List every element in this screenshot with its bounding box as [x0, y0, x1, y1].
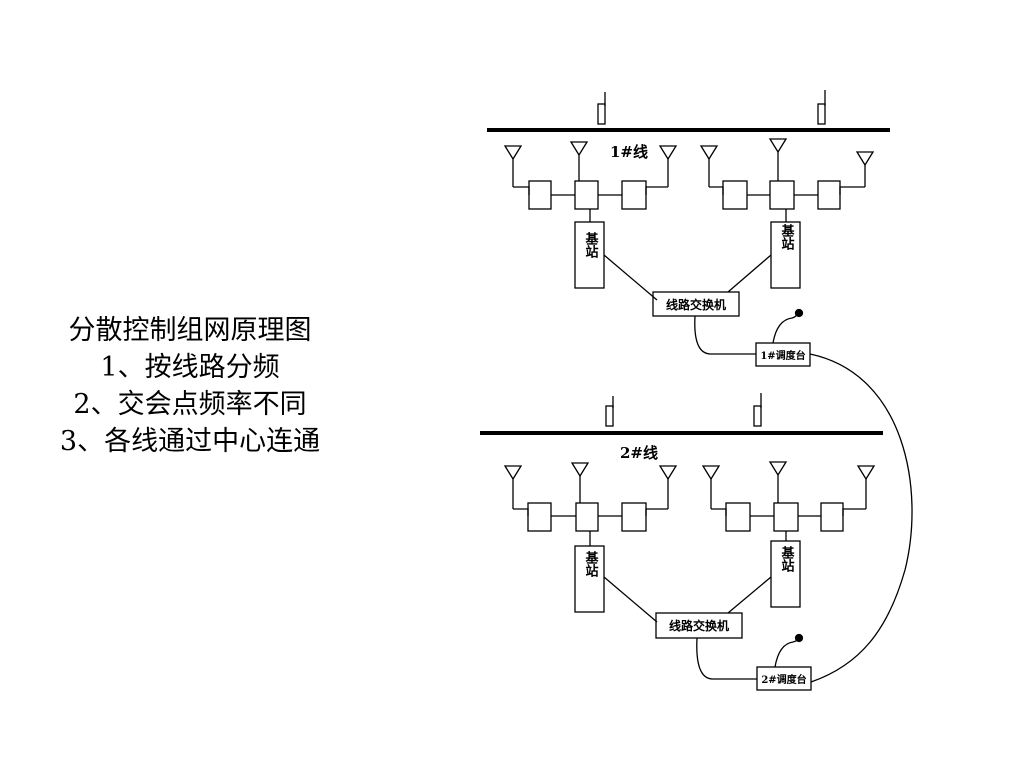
repeater-box — [621, 502, 647, 532]
signal-post-icon — [753, 393, 762, 427]
diagram-caption: 分散控制组网原理图 1、按线路分频 2、交会点频率不同 3、各线通过中心连通 — [0, 312, 380, 460]
repeater-box — [769, 180, 795, 210]
caption-line-3: 3、各线通过中心连通 — [59, 426, 321, 457]
base-station-label: 基站 — [779, 545, 796, 573]
signal-post-icon — [605, 396, 614, 427]
caption-line-2: 2、交会点频率不同 — [73, 389, 307, 420]
repeater-box — [820, 502, 844, 532]
antenna-icon — [768, 138, 788, 154]
line-switch-box — [655, 612, 743, 639]
signal-post-icon — [817, 90, 826, 125]
repeater-box — [725, 502, 751, 532]
line-switch-label: 线路交换机 — [666, 297, 726, 312]
repeater-group-right — [699, 138, 875, 289]
repeater-group-left — [503, 141, 678, 289]
microphone-icon — [774, 638, 799, 668]
antenna-icon — [768, 461, 788, 477]
antenna-icon — [699, 145, 719, 161]
microphone-icon — [772, 313, 798, 344]
repeater-box — [621, 180, 647, 210]
antenna-icon — [658, 145, 678, 161]
repeater-box — [575, 502, 599, 532]
repeater-group-left — [503, 462, 678, 613]
repeater-box — [817, 180, 841, 210]
repeater-group-right — [701, 461, 876, 608]
antenna-icon — [855, 151, 875, 167]
repeater-box — [527, 502, 552, 532]
base-station-label: 基站 — [779, 223, 796, 251]
dispatch-console-box — [756, 666, 812, 691]
antenna-icon — [569, 141, 589, 157]
antenna-icon — [658, 465, 678, 481]
line-switch-box — [652, 291, 740, 317]
line-switch-label: 线路交换机 — [669, 618, 729, 633]
center-interconnect-line — [809, 353, 913, 683]
dispatch-console-label: 2#调度台 — [761, 673, 806, 686]
antenna-icon — [856, 465, 876, 481]
caption-line-1: 1、按线路分频 — [100, 352, 280, 383]
base-station-label: 基站 — [583, 550, 600, 578]
caption-title: 分散控制组网原理图 — [68, 315, 312, 346]
base-station-box — [770, 540, 801, 608]
repeater-box — [722, 180, 748, 210]
network-line-1 — [487, 90, 890, 367]
antenna-icon — [701, 465, 721, 481]
repeater-box — [528, 180, 552, 210]
network-line-2 — [480, 393, 883, 691]
dispatch-console-label: 1#调度台 — [760, 349, 805, 362]
antenna-icon — [503, 465, 523, 481]
line-label-2: 2#线 — [620, 444, 658, 462]
antenna-icon — [570, 462, 590, 478]
repeater-box — [574, 180, 599, 210]
signal-post-icon — [597, 92, 606, 125]
antenna-icon — [503, 145, 523, 161]
repeater-box — [773, 502, 799, 532]
base-station-label: 基站 — [583, 231, 600, 259]
line-label-1: 1#线 — [610, 143, 648, 161]
base-station-box — [574, 545, 605, 613]
